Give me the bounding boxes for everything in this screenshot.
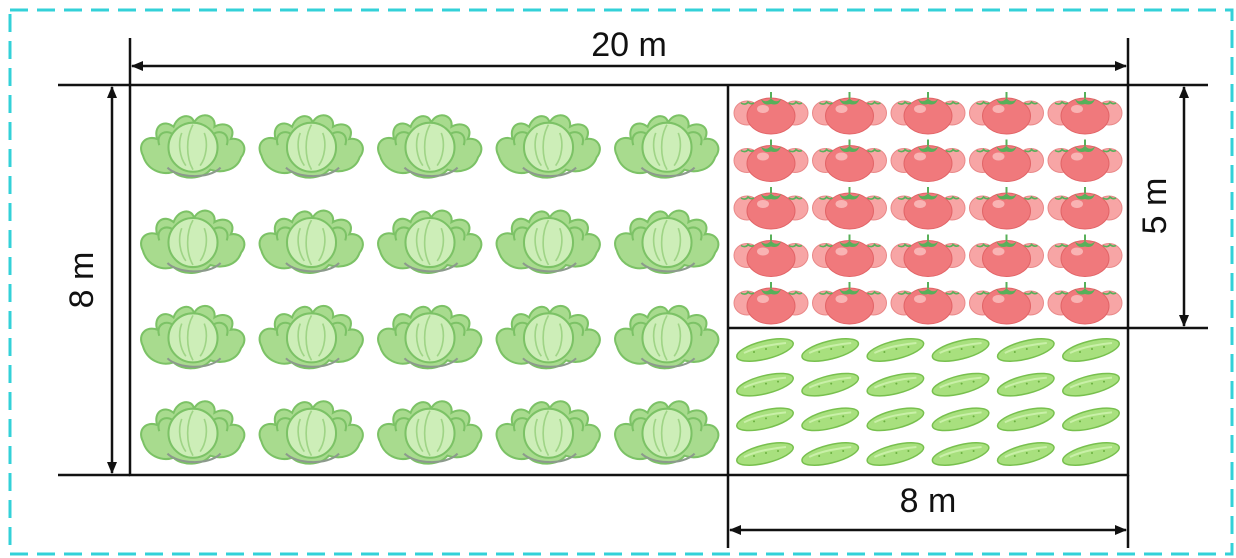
tomato-icon — [889, 138, 967, 183]
cabbage-icon — [140, 209, 246, 275]
cucumber-icon — [1060, 334, 1122, 366]
cabbage-icon — [495, 209, 601, 275]
tomato-icon — [968, 90, 1045, 135]
extension-lines — [58, 38, 1208, 548]
cabbage-icon — [258, 304, 364, 370]
tomato-icon — [1046, 280, 1124, 325]
tomato-icon — [811, 90, 888, 135]
cabbage-icon — [495, 400, 601, 465]
label-total-length: 20 m — [591, 26, 667, 64]
cucumber-icon — [994, 438, 1057, 470]
cabbage-icon — [377, 209, 483, 275]
cucumber-icon — [1060, 368, 1122, 401]
cabbage-icon — [377, 114, 483, 179]
tomato-icon — [732, 233, 810, 278]
tomato-icon — [889, 280, 967, 325]
cucumber-icon — [1060, 403, 1122, 436]
tomato-icon — [732, 280, 810, 325]
plot-borders — [128, 83, 1130, 477]
cabbage-icon — [258, 400, 364, 465]
cabbage-plot — [140, 114, 720, 465]
cucumber-icon — [864, 368, 927, 401]
dashed-frame — [8, 8, 1234, 556]
cabbage-icon — [140, 114, 246, 179]
cabbage-icon — [614, 114, 720, 179]
tomato-icon — [811, 138, 888, 183]
cucumber-icon — [994, 368, 1057, 401]
cucumber-icon — [734, 403, 796, 436]
tomato-icon — [968, 138, 1045, 183]
cabbage-icon — [614, 209, 720, 275]
tomato-icon — [1046, 138, 1124, 183]
cucumber-icon — [864, 403, 927, 436]
cabbage-icon — [140, 304, 246, 370]
cucumber-icon — [864, 438, 927, 470]
cabbage-icon — [140, 400, 246, 465]
cucumber-icon — [799, 403, 862, 436]
cucumber-icon — [734, 368, 796, 401]
tomato-icon — [1046, 90, 1124, 135]
label-tomato-height: 5 m — [1136, 178, 1174, 235]
cucumber-icon — [799, 334, 862, 366]
tomato-icon — [1046, 233, 1124, 278]
cucumber-icon — [929, 334, 992, 366]
tomato-icon — [811, 185, 888, 230]
cucumber-icon — [734, 334, 796, 366]
tomato-icon — [968, 280, 1045, 325]
garden-outline — [128, 83, 1130, 477]
tomato-plot — [732, 90, 1124, 325]
cabbage-icon — [258, 114, 364, 179]
label-height: 8 m — [63, 252, 101, 309]
tomato-icon — [732, 138, 810, 183]
cucumber-icon — [929, 368, 992, 401]
cucumber-icon — [799, 368, 862, 401]
dimension-arrows — [107, 61, 1189, 535]
tomato-icon — [732, 185, 810, 230]
cucumber-icon — [994, 403, 1057, 436]
tomato-icon — [889, 90, 967, 135]
cucumber-icon — [799, 438, 862, 470]
cucumber-icon — [734, 438, 796, 470]
tomato-icon — [1046, 185, 1124, 230]
cucumber-icon — [994, 334, 1057, 366]
cabbage-icon — [495, 304, 601, 370]
tomato-icon — [732, 90, 810, 135]
tomato-icon — [968, 185, 1045, 230]
cabbage-icon — [614, 400, 720, 465]
cucumber-plot — [734, 334, 1122, 470]
cucumber-icon — [929, 403, 992, 436]
tomato-icon — [889, 233, 967, 278]
cucumber-icon — [864, 334, 927, 366]
tomato-icon — [811, 280, 888, 325]
tomato-icon — [968, 233, 1045, 278]
cabbage-icon — [495, 114, 601, 179]
cucumber-icon — [1060, 438, 1122, 470]
label-bottom-width: 8 m — [900, 482, 957, 520]
cabbage-icon — [377, 400, 483, 465]
cabbage-icon — [614, 304, 720, 370]
cabbage-icon — [377, 304, 483, 370]
cabbage-icon — [258, 209, 364, 275]
tomato-icon — [811, 233, 888, 278]
tomato-icon — [889, 185, 967, 230]
cucumber-icon — [929, 438, 992, 470]
